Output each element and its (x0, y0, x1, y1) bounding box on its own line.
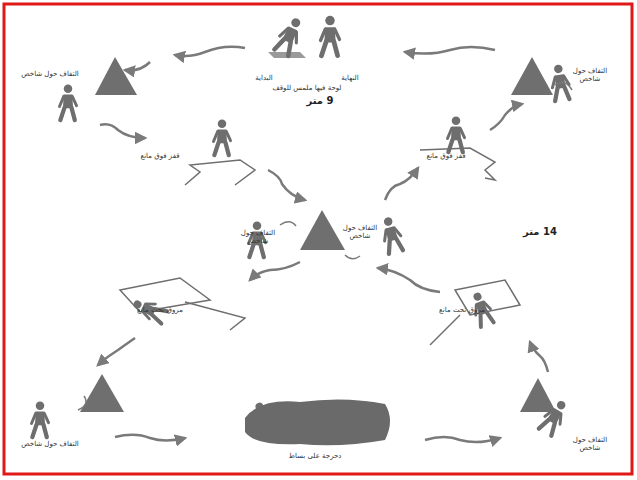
station-label: مروق تحت مانع (137, 306, 183, 314)
station-label: النهاية (341, 74, 358, 82)
station-label: التفاف حول شاخص (238, 229, 278, 245)
station-label: قفز فوق مانع (140, 152, 179, 160)
station-label: التفاف حول شاخص (567, 436, 614, 452)
hurdles (120, 148, 520, 345)
dimension-label: 14 متر (523, 226, 557, 238)
station-label: مروق تحت مانع (439, 306, 485, 314)
station-label: التفاف حول شاخص (567, 67, 614, 83)
station-label: دحرجة على بساط (289, 452, 342, 460)
mat (245, 399, 390, 445)
route-arrows (98, 47, 548, 442)
dimension-label: 9 متر (307, 95, 334, 107)
turn-arrows (78, 82, 572, 410)
athlete-figures (32, 64, 572, 438)
cone-markers (80, 57, 556, 412)
station-label: لوحة فيها ملمس للوقف (272, 84, 341, 92)
station-label: التفاف حول شاخص (21, 70, 79, 78)
station-label: البداية (255, 74, 273, 82)
station-label: التفاف حول شاخص (340, 224, 380, 240)
start-board (268, 15, 340, 58)
station-label: قفز فوق مانع (426, 152, 465, 160)
frame (4, 4, 632, 474)
station-label: التفاف حول شاخص (21, 440, 79, 448)
